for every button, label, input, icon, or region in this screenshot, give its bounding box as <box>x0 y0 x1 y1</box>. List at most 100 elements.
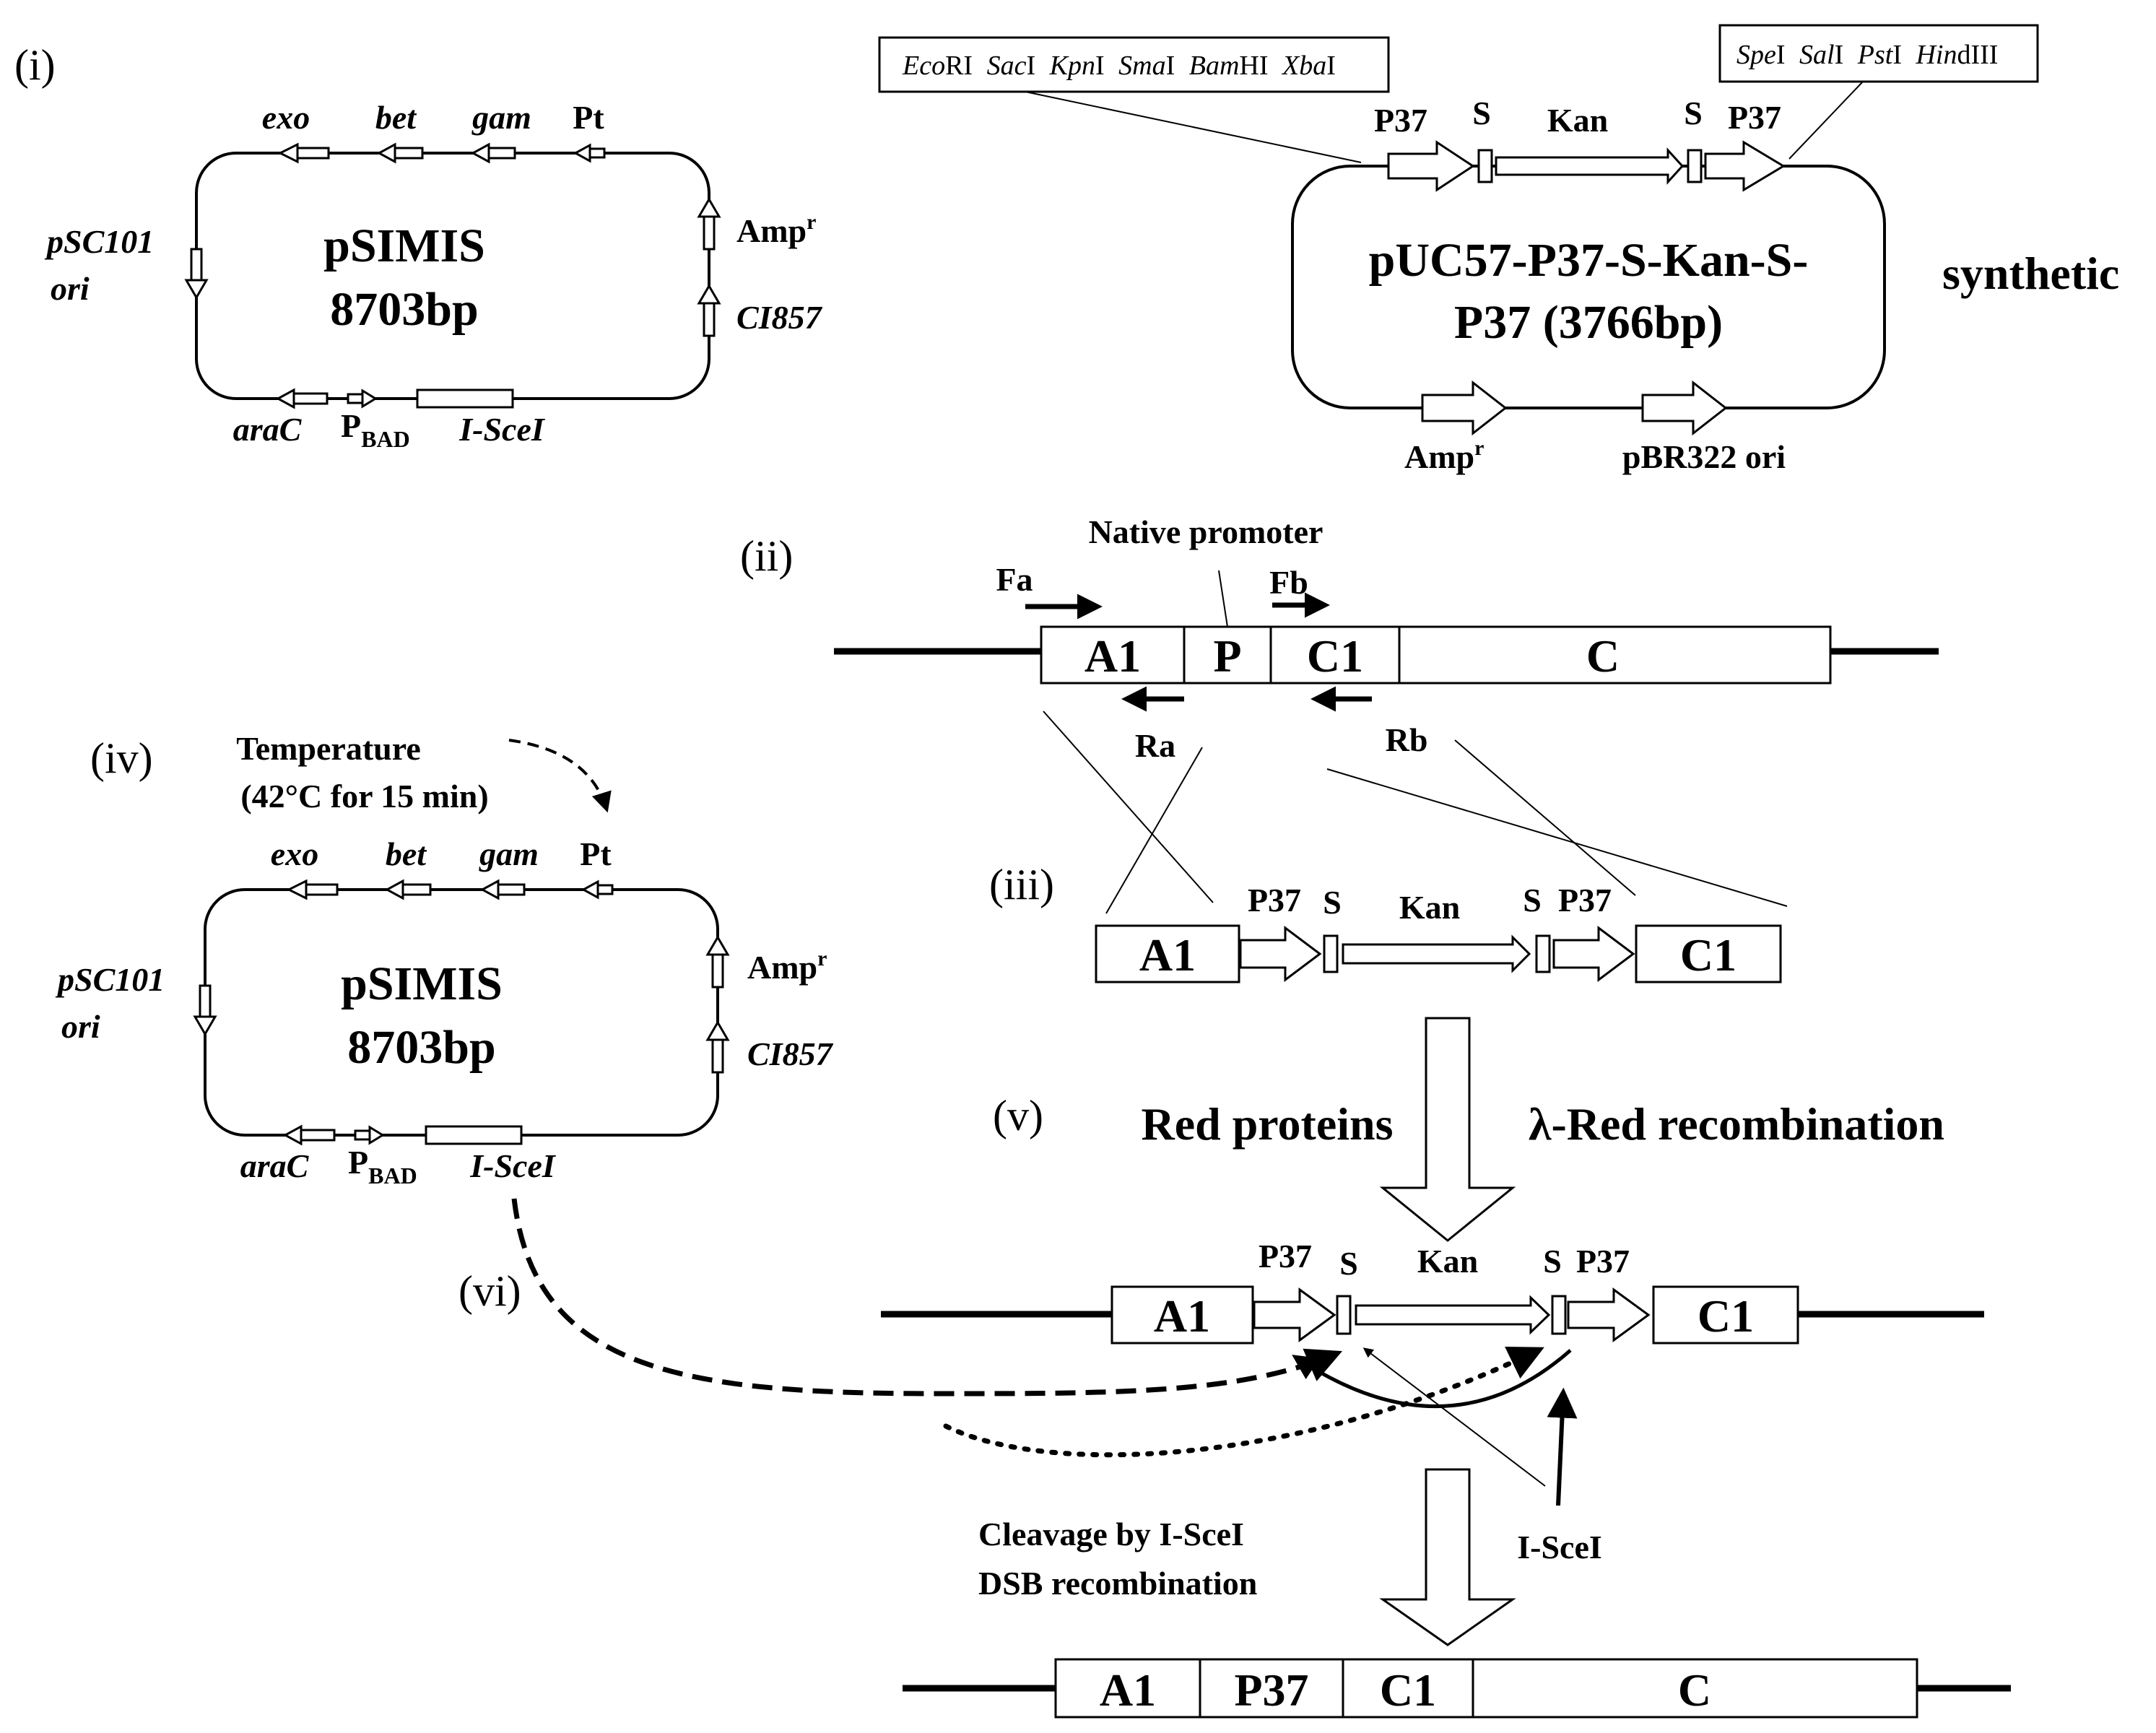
puc57-plasmid: EcoRI SacI KpnI SmaI BamHI XbaI SpeI Sal… <box>878 24 2119 475</box>
panel-v-recombination: (v) Red proteins λ-Red recombination A1 … <box>881 1017 1984 1565</box>
i-scei-pointer-thin <box>1362 1347 1546 1487</box>
p-label: P <box>1213 630 1241 682</box>
a1-label: A1 <box>1139 929 1196 981</box>
ori-label-line2: ori <box>51 270 90 307</box>
panel-label-iii: (iii) <box>989 861 1054 908</box>
s-site-right <box>1535 934 1551 973</box>
panel-ii-native-locus: (ii) Native promoter A1 P C1 C Fa Fb Ra … <box>740 513 1939 764</box>
p37-label-left: P37 <box>1374 102 1427 139</box>
ci857-label: CI857 <box>747 1035 834 1072</box>
c1-box <box>1342 1658 1474 1719</box>
kan-label: Kan <box>1399 889 1460 926</box>
panel-label-v: (v) <box>993 1092 1043 1139</box>
cleavage-label: Cleavage by I-SceI <box>978 1516 1244 1552</box>
primer-ra-label: Ra <box>1135 727 1175 764</box>
a1-label: A1 <box>1084 630 1141 682</box>
kan-arrow <box>1342 934 1531 973</box>
a1-box <box>1054 1658 1201 1719</box>
native-promoter-pointer <box>1218 570 1228 627</box>
psc101-ori-arrow <box>193 984 217 1036</box>
c1-box <box>1652 1285 1799 1345</box>
plasmid-name: pSIMIS <box>323 220 485 272</box>
plasmid-name-line1: pUC57-P37-S-Kan-S- <box>1369 234 1809 287</box>
gam-label: gam <box>479 835 539 872</box>
ci857-label: CI857 <box>736 299 823 336</box>
p37-arrow-right <box>1552 926 1635 982</box>
c1-label: C1 <box>1680 929 1736 981</box>
panel-label-i: (i) <box>14 41 56 89</box>
s-site-left <box>1477 149 1493 183</box>
exo-gene-arrow <box>286 879 339 900</box>
bet-label: bet <box>375 99 417 136</box>
cleavage-big-arrow <box>1379 1468 1516 1646</box>
panel-label-vi: (vi) <box>458 1267 521 1315</box>
ampr-arrow <box>705 935 730 989</box>
a1-label: A1 <box>1154 1290 1210 1342</box>
temperature-label: Temperature <box>236 730 421 767</box>
i-scei-pointer-bold <box>1547 1387 1578 1506</box>
c-label: C <box>1678 1664 1711 1716</box>
pt-promoter-arrow <box>581 879 614 900</box>
kan-arrow <box>1495 147 1685 185</box>
c-label: C <box>1586 630 1620 682</box>
plasmid-size: 8703bp <box>347 1021 495 1074</box>
plasmid-backbone <box>204 888 719 1137</box>
sites-box-right <box>1718 24 2039 83</box>
primer-fa-label: Fa <box>996 561 1033 598</box>
pt-promoter-arrow <box>573 143 606 163</box>
recombination-big-arrow <box>1379 1017 1516 1242</box>
s-site-right <box>1551 1295 1567 1335</box>
ampr-label: Ampr <box>736 210 816 249</box>
ampr-label: Ampr <box>1404 436 1484 475</box>
s-site-left <box>1336 1295 1352 1335</box>
temperature-condition: (42°C for 15 min) <box>240 778 488 815</box>
panel-vi-i-scei-expression: (vi) <box>458 1198 1544 1458</box>
panel-label-ii: (ii) <box>740 532 793 580</box>
ampr-arrow <box>697 197 721 251</box>
a1-label: A1 <box>1100 1664 1156 1716</box>
p37-arrow-left <box>1387 140 1475 192</box>
dsb-label: DSB recombination <box>978 1565 1257 1602</box>
ci857-arrow <box>705 1020 730 1074</box>
p37-label-left: P37 <box>1259 1238 1312 1274</box>
bet-gene-arrow <box>384 879 432 900</box>
p37-label-right: P37 <box>1576 1243 1630 1280</box>
i-scei-label: I-SceI <box>1517 1529 1602 1565</box>
exo-gene-arrow <box>277 142 330 164</box>
bet-label: bet <box>386 835 427 872</box>
gam-gene-arrow <box>479 879 526 900</box>
p37-arrow-left <box>1253 1287 1336 1342</box>
primer-fb-label: Fb <box>1269 564 1308 601</box>
ori-label-line2: ori <box>61 1008 100 1045</box>
i-scei-gene-box <box>416 388 514 409</box>
sites-leader-right <box>1788 81 1864 160</box>
s-label-left: S <box>1323 884 1342 921</box>
c1-label: C1 <box>1698 1290 1754 1342</box>
ampr-label: Ampr <box>747 947 827 986</box>
a1-box <box>1110 1285 1254 1345</box>
kan-arrow <box>1355 1295 1551 1335</box>
gam-label: gam <box>471 99 531 136</box>
pbad-label: PBAD <box>341 407 410 452</box>
kan-label: Kan <box>1417 1243 1478 1280</box>
arac-label: araC <box>240 1147 310 1184</box>
pt-label: Pt <box>580 835 612 872</box>
exo-label: exo <box>271 835 318 872</box>
s-label-left: S <box>1472 95 1491 131</box>
pbad-label: PBAD <box>348 1144 417 1189</box>
p37-label-right: P37 <box>1728 99 1781 136</box>
psimis-plasmid-top: pSIMIS 8703bp exo bet gam Pt pSC101 ori … <box>44 99 823 452</box>
sites-left-text: EcoRI SacI KpnI SmaI BamHI XbaI <box>902 51 1336 81</box>
plasmid-backbone <box>1291 165 1886 409</box>
i-scei-dashed-path <box>511 1198 1343 1397</box>
homology-lines <box>1043 711 1788 914</box>
c1-label: C1 <box>1380 1664 1436 1716</box>
synthetic-label: synthetic <box>1942 248 2119 299</box>
plasmid-name: pSIMIS <box>341 957 503 1010</box>
arac-label: araC <box>233 411 303 448</box>
s-label-right: S <box>1543 1243 1562 1280</box>
sites-box-left <box>878 36 1390 93</box>
psc101-ori-arrow <box>184 248 209 300</box>
ori-label-line1: pSC101 <box>44 223 154 260</box>
